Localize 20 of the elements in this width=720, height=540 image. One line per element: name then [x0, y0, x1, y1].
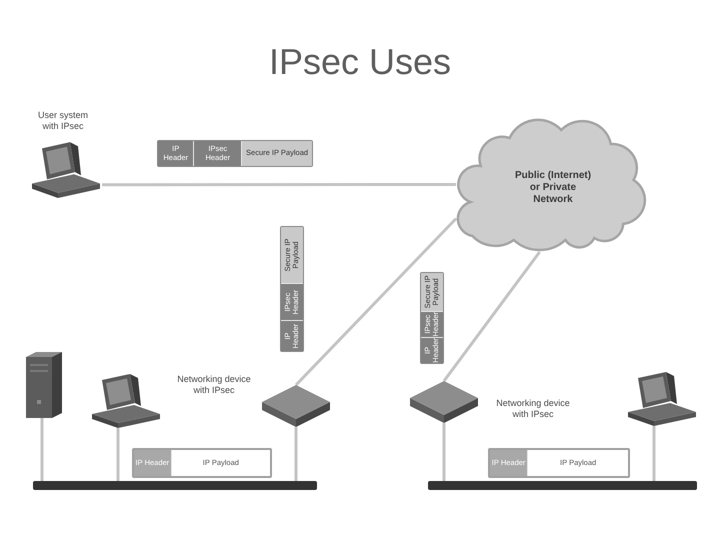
device-label: User system with IPsec: [36, 110, 89, 132]
connection-line: [116, 428, 120, 481]
cloud-label: Public (Internet) or Private Network: [514, 170, 592, 206]
connection-line: [442, 423, 446, 481]
packet-bar: [157, 140, 313, 167]
packet-bar: [488, 448, 630, 478]
connection-line: [294, 427, 298, 481]
connection-line: [652, 426, 656, 481]
connection-line: [40, 418, 44, 481]
connection-line: [442, 251, 541, 382]
device-label: Networking device with IPsec: [176, 374, 252, 396]
device-label: Networking device with IPsec: [495, 398, 571, 420]
connection-line: [294, 218, 458, 386]
network-bus-bar: [428, 481, 697, 490]
packet-bar: [420, 272, 444, 364]
packet-bar: [132, 448, 272, 478]
network-bus-bar: [33, 481, 317, 490]
connection-line: [102, 182, 456, 186]
packet-bar: [280, 226, 304, 352]
diagram-title: IPsec Uses: [268, 42, 452, 82]
